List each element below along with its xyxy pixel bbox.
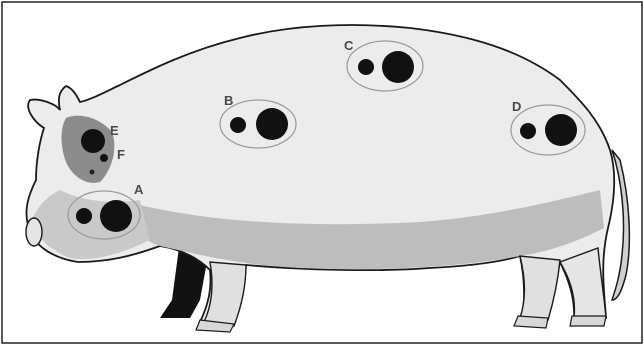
site-a-small-spot bbox=[76, 208, 92, 224]
site-c-large-spot bbox=[382, 51, 414, 83]
site-d-large-spot bbox=[545, 114, 577, 146]
site-d-small-spot bbox=[520, 123, 536, 139]
site-f-spot bbox=[100, 154, 108, 162]
site-b-large-spot bbox=[256, 108, 288, 140]
site-c-label: C bbox=[344, 38, 354, 53]
site-a-label: A bbox=[134, 182, 144, 197]
site-c-small-spot bbox=[358, 59, 374, 75]
site-d-label: D bbox=[512, 99, 521, 114]
pig-snout bbox=[26, 218, 42, 246]
site-b-small-spot bbox=[230, 117, 246, 133]
site-e-label: E bbox=[110, 123, 119, 138]
site-a-large-spot bbox=[100, 200, 132, 232]
pig-eye bbox=[90, 170, 95, 175]
pig-hoof-back-1 bbox=[514, 316, 548, 328]
pig-hoof-back-2 bbox=[570, 316, 606, 326]
site-e-spot bbox=[81, 129, 105, 153]
site-b-label: B bbox=[224, 93, 233, 108]
site-f-label: F bbox=[117, 147, 125, 162]
